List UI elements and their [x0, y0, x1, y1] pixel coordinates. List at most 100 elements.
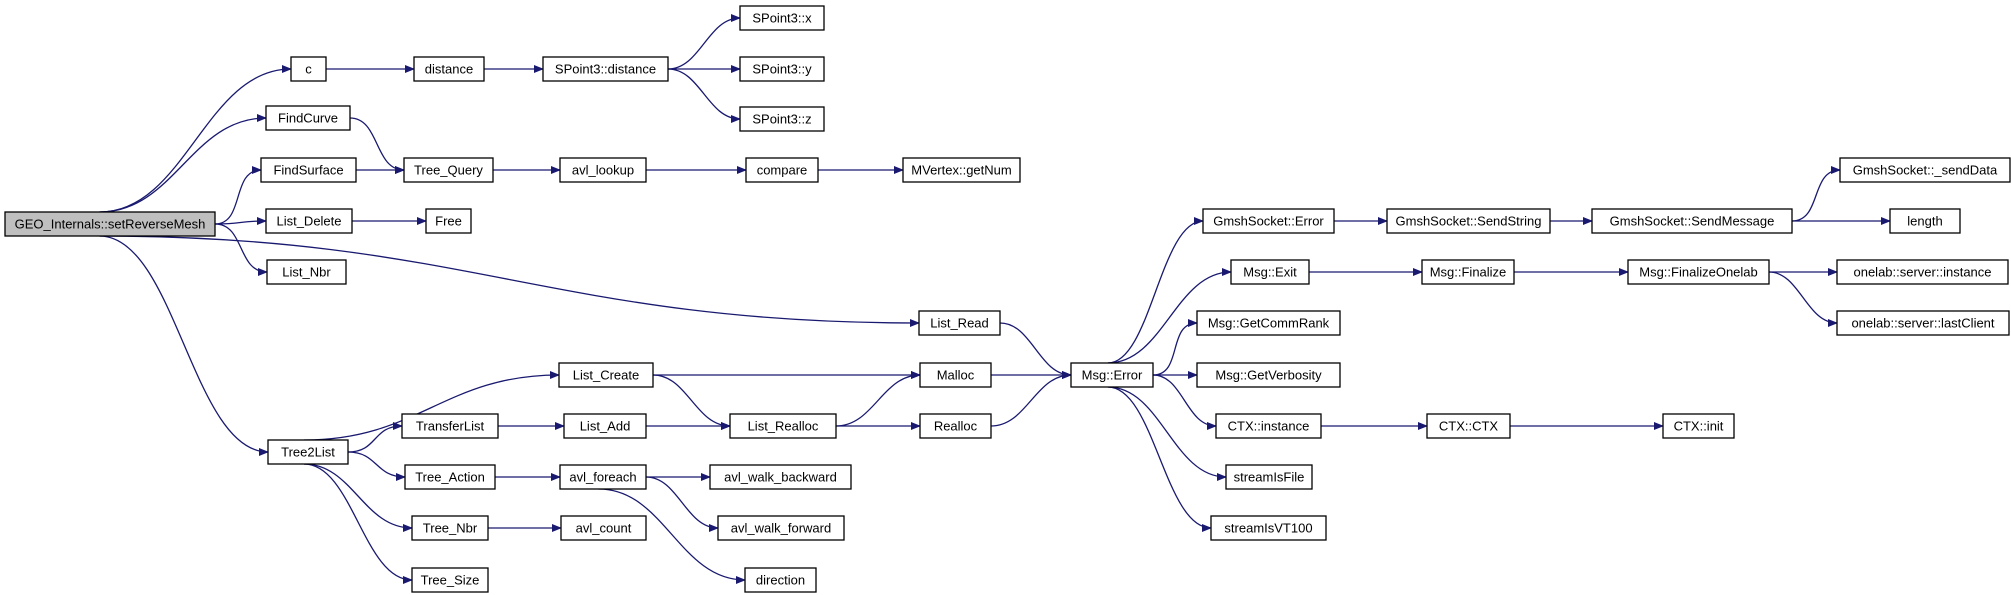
node-tree-nbr[interactable]: Tree_Nbr: [411, 515, 489, 541]
node-avl-walk-backward[interactable]: avl_walk_backward: [709, 464, 852, 490]
node-spoint3-y[interactable]: SPoint3::y: [739, 56, 825, 82]
node-findsurface[interactable]: FindSurface: [260, 157, 357, 183]
edge-avl_foreach-to-direction: [598, 488, 746, 584]
node-box: [744, 567, 817, 593]
node-avl-count[interactable]: avl_count: [560, 515, 647, 541]
node-malloc[interactable]: Malloc: [919, 362, 992, 388]
edge-gmshsocket_sendmessage-to-gmshsocket_senddata: [1791, 166, 1841, 222]
node-box: [413, 56, 485, 82]
node-findcurve[interactable]: FindCurve: [265, 105, 351, 131]
node-gmshsocket-sendmessage[interactable]: GmshSocket::SendMessage: [1591, 208, 1793, 234]
node-box: [1889, 208, 1961, 234]
node-list-nbr[interactable]: List_Nbr: [266, 259, 347, 285]
node-box: [1196, 310, 1341, 336]
node-ctx-init[interactable]: CTX::init: [1662, 413, 1735, 439]
node-box: [1426, 413, 1511, 439]
node-msg-getverbosity[interactable]: Msg::GetVerbosity: [1196, 362, 1341, 388]
node-label: Realloc: [934, 419, 978, 434]
node-label: GmshSocket::SendMessage: [1610, 214, 1775, 229]
node-gmshsocket-senddata[interactable]: GmshSocket::_sendData: [1839, 157, 2011, 183]
node-distance[interactable]: distance: [413, 56, 485, 82]
node-msg-exit[interactable]: Msg::Exit: [1230, 259, 1310, 285]
node-ctx-instance[interactable]: CTX::instance: [1215, 413, 1322, 439]
node-list-delete[interactable]: List_Delete: [265, 208, 353, 234]
node-box: [563, 413, 647, 439]
edge-root-to-findsurface: [214, 166, 262, 225]
node-box: [1836, 259, 2009, 285]
node-tree-size[interactable]: Tree_Size: [411, 567, 489, 593]
node-box: [919, 362, 992, 388]
node-gmshsocket-error[interactable]: GmshSocket::Error: [1202, 208, 1335, 234]
node-avl-lookup[interactable]: avl_lookup: [559, 157, 647, 183]
node-gmshsocket-sendstring[interactable]: GmshSocket::SendString: [1386, 208, 1551, 234]
edge-tree2list-to-tree_nbr: [303, 463, 413, 532]
node-onelab-server-instance[interactable]: onelab::server::instance: [1836, 259, 2009, 285]
edge-root-to-tree2list: [99, 235, 269, 456]
node-avl-foreach[interactable]: avl_foreach: [559, 464, 647, 490]
node-box: [919, 413, 992, 439]
node-label: avl_count: [576, 521, 632, 536]
node-free[interactable]: Free: [425, 208, 472, 234]
node-tree2list[interactable]: Tree2List: [267, 439, 349, 465]
node-box: [1591, 208, 1793, 234]
node-list-create[interactable]: List_Create: [558, 362, 654, 388]
edge-msg_error-to-ctx_instance: [1152, 374, 1217, 430]
node-transferlist[interactable]: TransferList: [401, 413, 499, 439]
node-msg-finalize[interactable]: Msg::Finalize: [1421, 259, 1515, 285]
node-msg-getcommrank[interactable]: Msg::GetCommRank: [1196, 310, 1341, 336]
node-label: CTX::init: [1674, 419, 1724, 434]
node-realloc[interactable]: Realloc: [919, 413, 992, 439]
node-tree-query[interactable]: Tree_Query: [403, 157, 494, 183]
node-tree-action[interactable]: Tree_Action: [404, 464, 496, 490]
node-box: [401, 413, 499, 439]
node-spoint3-distance[interactable]: SPoint3::distance: [542, 56, 669, 82]
node-streamisfile[interactable]: streamIsFile: [1225, 464, 1313, 490]
node-box: [918, 310, 1001, 336]
node-avl-walk-forward[interactable]: avl_walk_forward: [717, 515, 845, 541]
node-label: streamIsFile: [1234, 470, 1305, 485]
node-box: [266, 259, 347, 285]
node-box: [902, 157, 1021, 183]
node-label: SPoint3::z: [752, 112, 811, 127]
node-spoint3-z[interactable]: SPoint3::z: [739, 106, 825, 132]
node-root[interactable]: GEO_Internals::setReverseMesh: [4, 211, 216, 237]
node-direction[interactable]: direction: [744, 567, 817, 593]
node-box: [265, 105, 351, 131]
node-box: [542, 56, 669, 82]
node-label: Msg::Exit: [1243, 265, 1297, 280]
node-msg-finalizeonelab[interactable]: Msg::FinalizeOnelab: [1627, 259, 1770, 285]
node-label: List_Delete: [276, 214, 341, 229]
edge-msg_error-to-msg_getcommrank: [1152, 319, 1198, 376]
node-list-read[interactable]: List_Read: [918, 310, 1001, 336]
node-box: [1839, 157, 2011, 183]
node-label: avl_foreach: [569, 470, 636, 485]
node-label: MVertex::getNum: [911, 163, 1011, 178]
node-box: [739, 5, 825, 31]
node-label: Tree_Action: [415, 470, 485, 485]
node-box: [745, 157, 819, 183]
node-label: List_Add: [580, 419, 631, 434]
edge-root-to-findcurve: [99, 114, 267, 213]
edge-msg_error-to-msg_exit: [1107, 268, 1232, 364]
node-length[interactable]: length: [1889, 208, 1961, 234]
node-box: [260, 157, 357, 183]
node-c[interactable]: c: [290, 56, 327, 82]
node-label: SPoint3::y: [752, 62, 812, 77]
node-list-realloc[interactable]: List_Realloc: [729, 413, 837, 439]
node-onelab-server-lastclient[interactable]: onelab::server::lastClient: [1836, 310, 2010, 336]
edge-msg_error-to-streamisvt100: [1107, 386, 1212, 532]
node-label: GmshSocket::SendString: [1396, 214, 1542, 229]
node-label: onelab::server::lastClient: [1851, 316, 1994, 331]
edge-tree2list-to-list_create: [303, 371, 560, 441]
node-spoint3-x[interactable]: SPoint3::x: [739, 5, 825, 31]
node-compare[interactable]: compare: [745, 157, 819, 183]
node-msg-error[interactable]: Msg::Error: [1070, 362, 1154, 388]
node-ctx-ctx[interactable]: CTX::CTX: [1426, 413, 1511, 439]
node-box: [729, 413, 837, 439]
node-mvertex-getnum[interactable]: MVertex::getNum: [902, 157, 1021, 183]
node-box: [1230, 259, 1310, 285]
edge-msg_error-to-gmshsocket_error: [1107, 217, 1204, 364]
edge-root-to-list_read: [99, 235, 920, 327]
node-streamisvt100[interactable]: streamIsVT100: [1210, 515, 1327, 541]
node-list-add[interactable]: List_Add: [563, 413, 647, 439]
